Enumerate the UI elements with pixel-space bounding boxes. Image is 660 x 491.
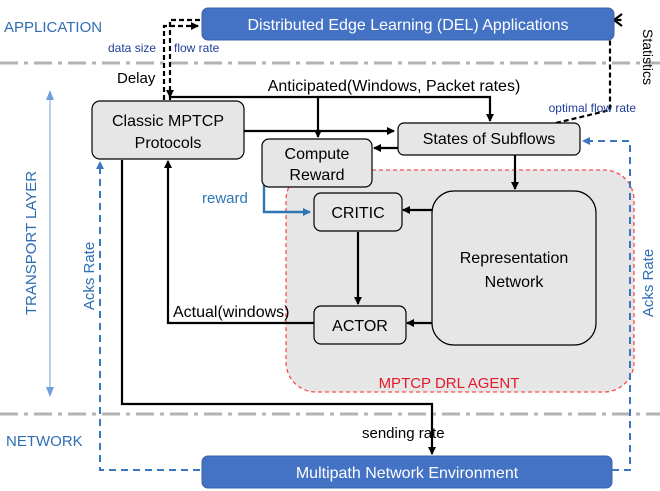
actor-box: ACTOR [313,305,407,345]
classic-mptcp-label-line2: Protocols [135,135,202,152]
representation-network-label-line2: Network [485,274,545,291]
acks-rate-right-arrow [582,137,631,471]
critic-label: CRITIC [331,205,384,222]
application-layer-label: APPLICATION [4,19,102,36]
sending-rate-arrow [120,160,436,455]
statistics-label: Statistics [640,29,656,85]
states-of-subflows-label: States of Subflows [423,131,556,148]
network-layer-label: NETWORK [6,433,83,450]
states-of-subflows-box: States of Subflows [397,122,581,156]
statistics-arrow [555,18,622,125]
representation-network-box: Representation Network [431,190,597,346]
classic-mptcp-box: Classic MPTCP Protocols [91,100,245,160]
reward-arrow [262,185,311,216]
compute-reward-label-line1: Compute [285,146,350,163]
network-environment-label: Multipath Network Environment [296,465,519,482]
del-applications-label: Distributed Edge Learning (DEL) Applicat… [247,17,568,34]
compute-reward-label-line2: Reward [289,167,344,184]
anticipated-label: Anticipated(Windows, Packet rates) [268,78,521,95]
transport-layer-label: TRANSPORT LAYER [23,171,40,315]
delay-label: Delay [117,70,156,87]
representation-network-label-line1: Representation [460,250,569,267]
reward-label: reward [202,190,248,207]
acks-rate-left-label: Acks Rate [81,242,98,310]
del-to-mptcp-data-arrow [166,18,200,98]
acks-rate-right-label: Acks Rate [640,249,657,317]
compute-reward-box: Compute Reward [261,138,373,188]
transport-layer-axis [46,90,54,397]
actual-windows-label: Actual(windows) [173,304,289,321]
optimal-flow-rate-label: optimal flow rate [549,101,637,115]
critic-box: CRITIC [313,192,403,232]
network-environment-box: Multipath Network Environment [201,455,613,489]
del-applications-box: Distributed Edge Learning (DEL) Applicat… [201,7,615,41]
sending-rate-label: sending rate [362,425,445,442]
mptcp-drl-agent-label: MPTCP DRL AGENT [379,375,520,392]
data-size-label: data size [108,41,156,55]
flow-rate-label: flow rate [174,41,220,55]
actor-label: ACTOR [332,318,388,335]
anticipated-arrow [168,95,494,122]
acks-rate-left-arrow [96,161,200,471]
actual-windows-arrow [164,160,314,325]
classic-mptcp-label-line1: Classic MPTCP [112,113,224,130]
mptcp-to-del-delay-arrow [162,22,199,100]
